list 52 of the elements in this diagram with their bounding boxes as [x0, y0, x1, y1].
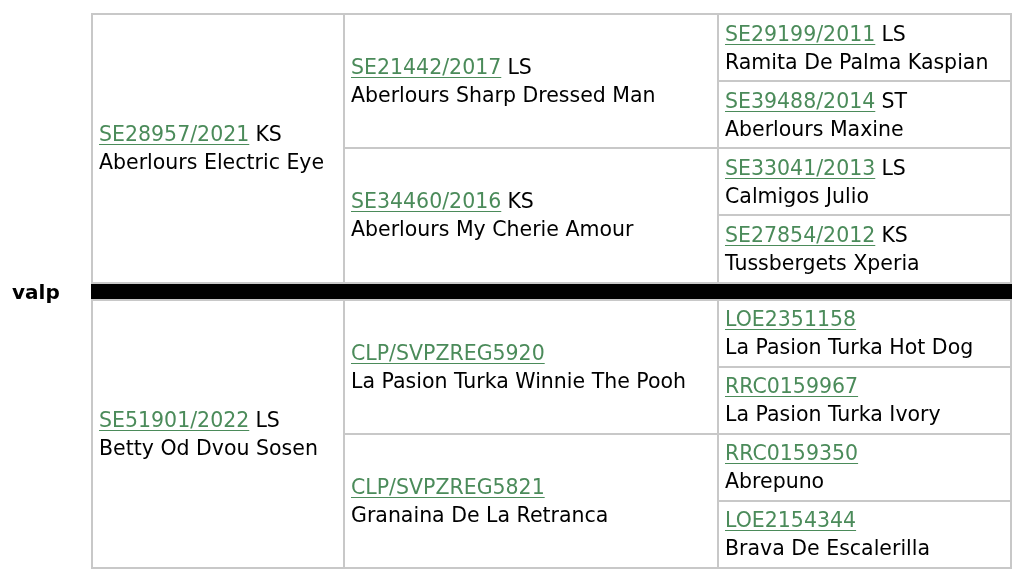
registration-link: SE28957/2021 [99, 122, 250, 147]
dog-name: Ramita De Palma Kaspian [725, 48, 990, 76]
pedigree-cell [345, 15, 717, 148]
class-code: KS [255, 122, 282, 147]
pedigree-cell [93, 300, 343, 567]
dog-name: Abrepuno [725, 468, 826, 496]
class-code: LS [507, 55, 532, 80]
pedigree-cell [719, 501, 1010, 567]
dog-name: Calmigos Julio [725, 182, 870, 210]
row-label: valp [12, 279, 60, 306]
registration-link: LOE2154344 [725, 508, 857, 533]
pedigree-cell [719, 149, 1010, 215]
registration-link: SE34460/2016 [351, 189, 502, 214]
divider-bar [91, 283, 1012, 299]
registration-link: SE51901/2022 [99, 407, 250, 432]
dog-name: Aberlours My Cherie Amour [351, 216, 635, 244]
class-code: ST [881, 88, 907, 113]
pedigree-cell [345, 434, 717, 567]
registration-link: CLP/SVPZREG5920 [351, 340, 545, 365]
class-code: LS [255, 407, 280, 432]
pedigree-cell [719, 15, 1010, 81]
pedigree-cell [719, 300, 1010, 366]
dog-name: Granaina De La Retranca [351, 501, 610, 529]
dog-name: La Pasion Turka Ivory [725, 401, 942, 429]
dog-name: Aberlours Maxine [725, 115, 905, 143]
dog-name: Brava De Escalerilla [725, 535, 932, 563]
registration-link: LOE2351158 [725, 307, 857, 332]
dog-name: Tussbergets Xperia [725, 249, 921, 277]
pedigree-cell [93, 15, 343, 282]
registration-link: CLP/SVPZREG5821 [351, 474, 545, 499]
class-code: LS [881, 155, 906, 180]
class-code: KS [507, 189, 534, 214]
pedigree-cell [345, 149, 717, 282]
registration-link: SE39488/2014 [725, 88, 876, 113]
registration-link: RRC0159967 [725, 374, 859, 399]
dog-name: La Pasion Turka Hot Dog [725, 334, 975, 362]
pedigree-cell [345, 300, 717, 433]
registration-link: SE29199/2011 [725, 21, 876, 46]
class-code: KS [881, 222, 908, 247]
dog-name: La Pasion Turka Winnie The Pooh [351, 367, 688, 395]
registration-link: SE21442/2017 [351, 55, 502, 80]
dog-name: Aberlours Electric Eye [99, 149, 326, 177]
pedigree-cell [719, 216, 1010, 282]
registration-link: SE27854/2012 [725, 222, 876, 247]
class-code: LS [881, 21, 906, 46]
registration-link: SE33041/2013 [725, 155, 876, 180]
pedigree-cell [719, 367, 1010, 433]
pedigree-cell [719, 82, 1010, 148]
pedigree-cell [719, 434, 1010, 500]
dog-name: Betty Od Dvou Sosen [99, 434, 319, 462]
registration-link: RRC0159350 [725, 441, 859, 466]
dog-name: Aberlours Sharp Dressed Man [351, 82, 657, 110]
